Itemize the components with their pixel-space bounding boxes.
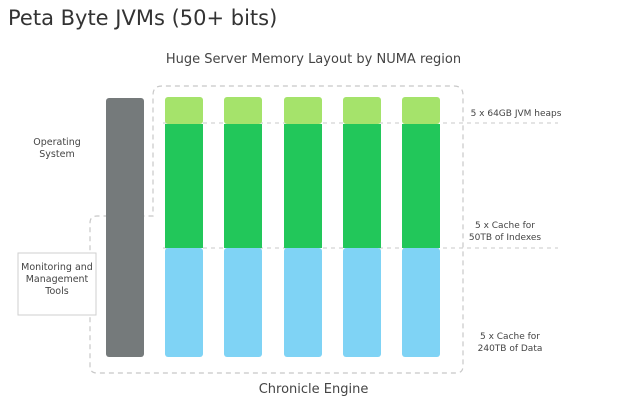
data-legend-label: 5 x Cache for 240TB of Data: [477, 332, 543, 354]
numa-column-1: [165, 97, 203, 357]
data-block: [224, 248, 262, 357]
chronicle-engine-label: Chronicle Engine: [258, 382, 369, 397]
numa-column-4: [343, 97, 381, 357]
server-region-outline: [89, 85, 464, 374]
heap-block: [343, 97, 381, 124]
index-block: [284, 124, 322, 248]
index-block: [402, 124, 440, 248]
monitoring-box: [17, 252, 97, 316]
slide-title: Peta Byte JVMs (50+ bits): [8, 6, 278, 30]
heap-block: [284, 97, 322, 124]
numa-column-5: [402, 97, 440, 357]
data-block: [284, 248, 322, 357]
index-block: [343, 124, 381, 248]
numa-column-2: [224, 97, 262, 357]
heap-block: [224, 97, 262, 124]
heaps-legend-label: 5 x 64GB JVM heaps: [470, 109, 562, 119]
heap-block: [165, 97, 203, 124]
data-block: [402, 248, 440, 357]
monitoring-tools-label: Monitoring and Management Tools: [21, 262, 93, 297]
data-block: [343, 248, 381, 357]
index-block: [165, 124, 203, 248]
numa-column-3: [284, 97, 322, 357]
os-bar: [106, 98, 144, 357]
indexes-legend-label: 5 x Cache for 50TB of Indexes: [468, 221, 542, 243]
data-block: [165, 248, 203, 357]
operating-system-label: Operating System: [33, 137, 81, 160]
heap-block: [402, 97, 440, 124]
diagram-subtitle: Huge Server Memory Layout by NUMA region: [165, 52, 462, 67]
index-block: [224, 124, 262, 248]
